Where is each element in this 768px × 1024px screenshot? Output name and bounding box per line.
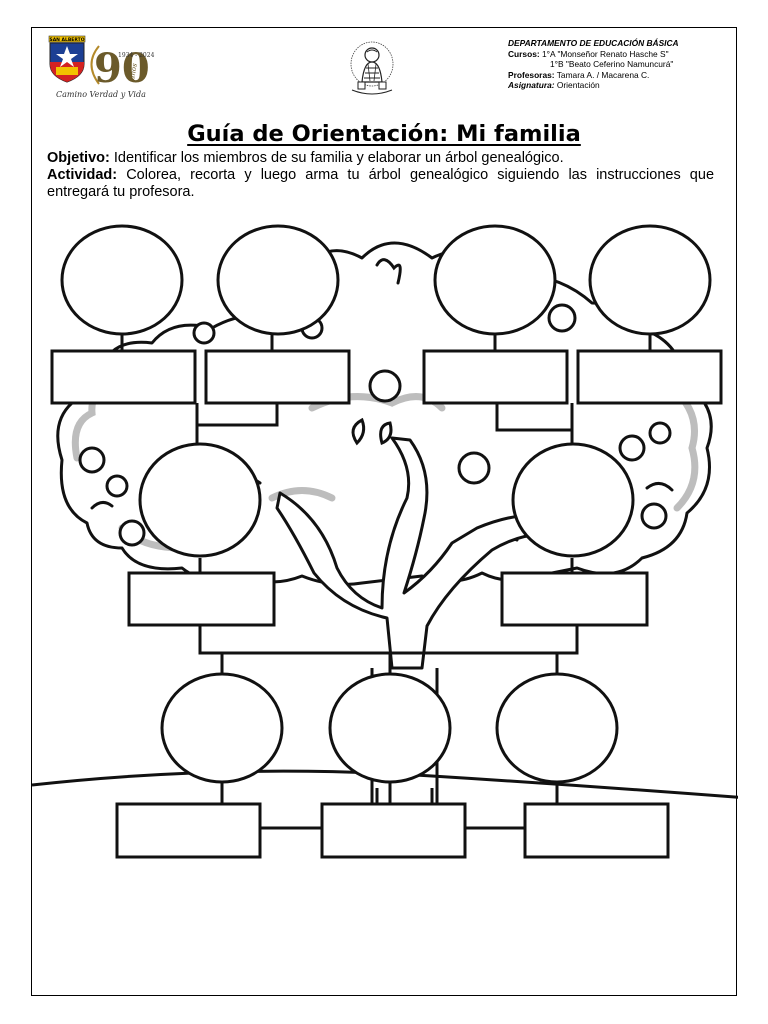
name-box (50, 349, 197, 405)
tree-fruits (78, 303, 672, 547)
family-slot (422, 224, 569, 405)
page-title: Guía de Orientación: Mi familia (187, 121, 581, 147)
subject-line: Asignatura: Orientación (508, 80, 733, 91)
family-tree-drawing (32, 224, 738, 859)
name-box (422, 349, 569, 405)
parents-row (127, 442, 649, 627)
name-box (127, 571, 276, 627)
anniversary-suffix: años (128, 62, 139, 80)
activity-paragraph: Actividad: Colorea, recorta y luego arma… (47, 167, 714, 201)
name-box (204, 349, 351, 405)
family-slot (500, 442, 649, 627)
photo-circle (495, 672, 619, 784)
photo-circle (216, 224, 340, 336)
photo-circle (511, 442, 635, 558)
photo-circle (160, 672, 284, 784)
family-slot (495, 672, 670, 859)
photo-circle (60, 224, 184, 336)
teachers-label: Profesoras: (508, 69, 555, 80)
name-box (500, 571, 649, 627)
family-slot (576, 224, 723, 405)
family-slot (204, 224, 351, 405)
saint-emblem-icon (344, 38, 400, 100)
family-slot (115, 672, 284, 859)
course-1: 1°A "Monseñor Renato Hasche S" (541, 48, 669, 59)
name-box (115, 802, 262, 859)
school-motto: Camino Verdad y Vida (56, 90, 146, 99)
photo-circle (328, 672, 452, 784)
worksheet-page: SAN ALBERTO 90 años 1934 - 2024 Camino V… (31, 27, 738, 996)
family-slot (50, 224, 197, 405)
course-2: 1°B "Beato Ceferino Namuncurá" (550, 59, 674, 69)
grandparents-row (50, 224, 723, 405)
objective-paragraph: Objetivo: Identificar los miembros de su… (47, 150, 714, 167)
activity-text: Colorea, recorta y luego arma tu árbol g… (47, 167, 715, 200)
photo-circle (138, 442, 262, 558)
children-row (115, 672, 670, 859)
name-box (523, 802, 670, 859)
connector-lines (120, 333, 652, 830)
activity-label: Actividad: (47, 167, 118, 183)
school-logo: SAN ALBERTO 90 años 1934 - 2024 Camino V… (44, 34, 159, 104)
courses-label: Cursos: (508, 48, 540, 59)
photo-circle (588, 224, 712, 336)
subject-label: Asignatura: (508, 80, 555, 90)
department-name: DEPARTAMENTO DE EDUCACIÓN BÁSICA (508, 38, 679, 48)
anniversary-number: 90 (94, 45, 150, 92)
name-box (320, 802, 467, 859)
photo-circle (433, 224, 557, 336)
teachers-line: Profesoras: Tamara A. / Macarena C. (508, 70, 733, 81)
name-box (576, 349, 723, 405)
school-badge-text: SAN ALBERTO (49, 37, 84, 43)
objective-text: Identificar los miembros de su familia y… (113, 150, 564, 166)
family-slot (127, 442, 276, 627)
header-info: DEPARTAMENTO DE EDUCACIÓN BÁSICA Cursos:… (508, 38, 733, 91)
instructions: Objetivo: Identificar los miembros de su… (47, 150, 714, 201)
anniversary-years: 1934 - 2024 (118, 52, 155, 59)
family-slot (320, 672, 467, 859)
ground-line (32, 769, 738, 799)
subject-name: Orientación (556, 80, 600, 90)
objective-label: Objetivo: (47, 150, 110, 166)
courses-line: Cursos: 1°A "Monseñor Renato Hasche S" (508, 49, 733, 60)
teachers-names: Tamara A. / Macarena C. (556, 69, 650, 80)
